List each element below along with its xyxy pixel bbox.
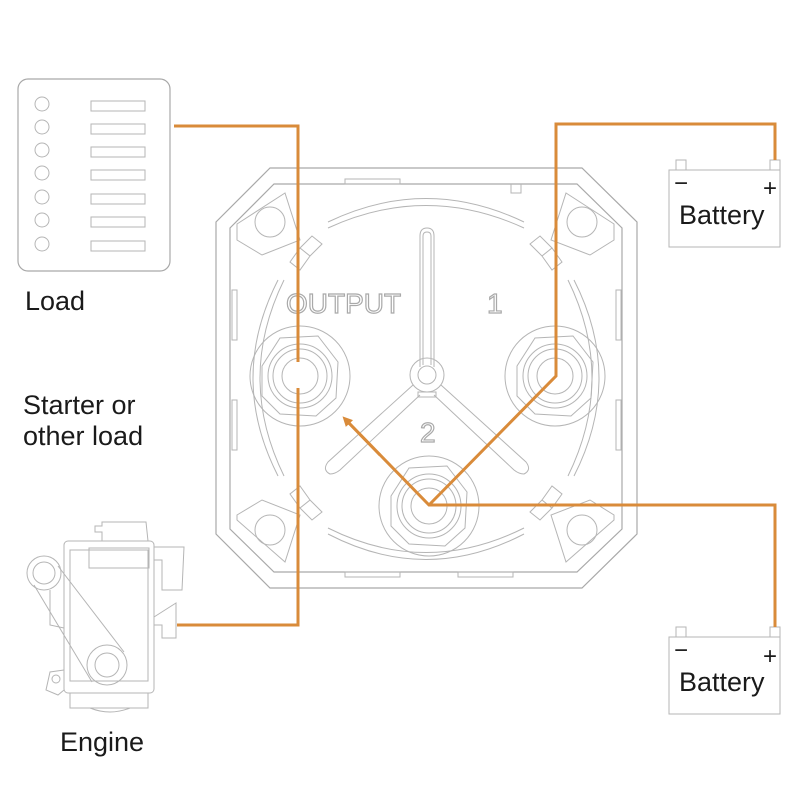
battery-1-plus: +	[763, 175, 778, 202]
load-label: Load	[25, 286, 86, 316]
load-panel-switches	[90, 100, 146, 252]
mount-hole-bottom-left	[236, 499, 301, 563]
battery-1-minus: −	[674, 170, 689, 197]
output-label: OUTPUT	[286, 288, 401, 319]
wire-output-to-engine	[177, 388, 300, 627]
load-panel-leds	[34, 96, 50, 252]
battery-switch: OUTPUT 1 2	[215, 167, 638, 589]
battery-2-plus: +	[763, 643, 778, 670]
battery-1-label: Battery	[679, 200, 765, 230]
battery-2-minus: −	[674, 637, 689, 664]
mount-hole-top-right	[550, 192, 615, 256]
wires	[174, 122, 777, 627]
flow-arrow	[342, 416, 382, 457]
starter-label-line1: Starter or	[23, 390, 136, 420]
starter-label-line2: other load	[23, 421, 144, 451]
engine-label: Engine	[60, 727, 145, 757]
selector-knob	[324, 227, 530, 475]
wire-battery1-to-terminal1	[427, 122, 777, 507]
terminal-output	[249, 325, 351, 427]
terminal-2-label: 2	[420, 417, 436, 448]
wire-load-to-output	[174, 124, 300, 362]
mount-hole-bottom-right	[550, 499, 615, 563]
engine	[26, 521, 185, 713]
mount-hole-top-left	[236, 192, 301, 256]
battery-2-label: Battery	[679, 667, 765, 697]
wire-battery2-to-terminal2	[344, 418, 777, 627]
load-panel	[17, 78, 171, 272]
terminal-1-label: 1	[487, 288, 503, 319]
